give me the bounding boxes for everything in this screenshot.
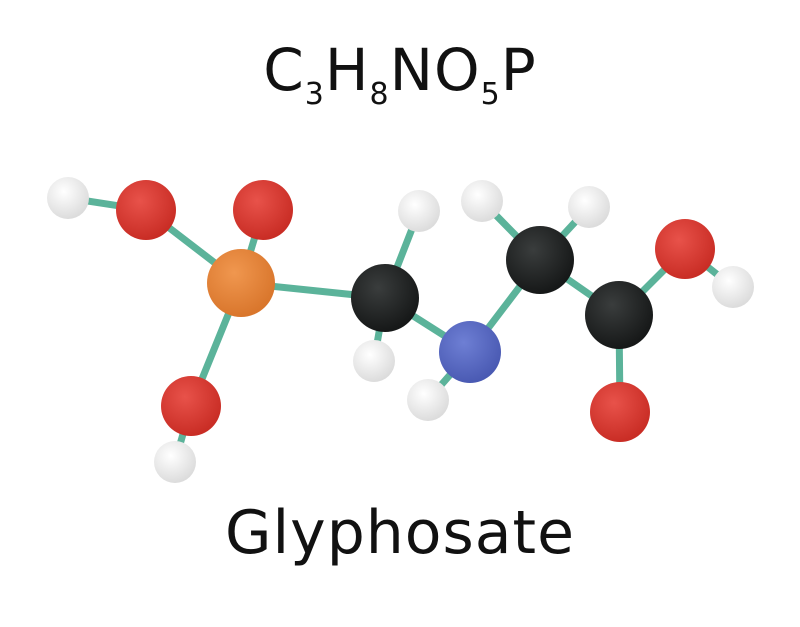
- atom-oxygen-o2: [233, 180, 293, 240]
- atom-hydrogen-h4: [353, 340, 395, 382]
- formula-symbol: C: [263, 36, 305, 104]
- atom-oxygen-o4: [655, 219, 715, 279]
- molecular-formula: C3H8NO5P: [0, 30, 800, 135]
- atom-hydrogen-h1: [47, 177, 89, 219]
- atom-hydrogen-h3: [398, 190, 440, 232]
- atom-oxygen-o3: [161, 376, 221, 436]
- atom-oxygen-o1: [116, 180, 176, 240]
- atom-hydrogen-h6: [461, 180, 503, 222]
- formula-subscript: 5: [480, 77, 501, 112]
- atom-phosphorus-p: [207, 249, 275, 317]
- formula-symbol: P: [500, 36, 537, 104]
- atom-oxygen-o5: [590, 382, 650, 442]
- molecule-name: Glyphosate: [225, 498, 575, 568]
- atom-carbon-c3: [585, 281, 653, 349]
- atom-hydrogen-h7: [568, 186, 610, 228]
- formula-symbol: NO: [389, 36, 481, 104]
- atom-carbon-c2: [506, 226, 574, 294]
- formula-symbol: H: [324, 36, 370, 104]
- atom-hydrogen-h2: [154, 441, 196, 483]
- formula-subscript: 3: [304, 77, 325, 112]
- atom-hydrogen-h5: [407, 379, 449, 421]
- atoms-layer: [47, 177, 754, 483]
- atom-carbon-c1: [351, 264, 419, 332]
- formula-subscript: 8: [369, 77, 390, 112]
- atom-nitrogen-n: [439, 321, 501, 383]
- atom-hydrogen-h8: [712, 266, 754, 308]
